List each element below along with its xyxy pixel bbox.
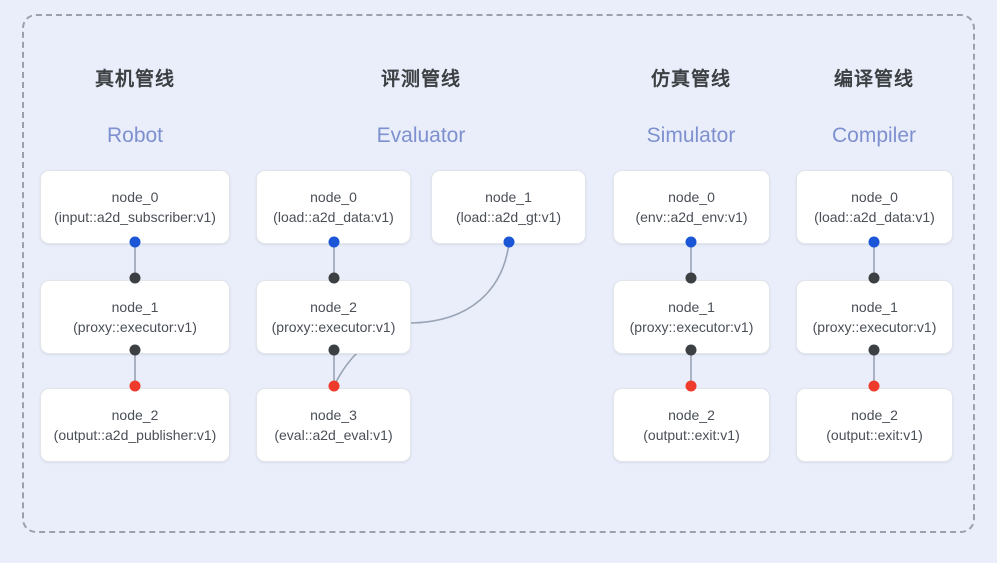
- node-box-simulator-node_0[interactable]: node_0(env::a2d_env:v1): [613, 170, 770, 244]
- node-name: node_1: [668, 298, 715, 315]
- node-name: node_2: [851, 406, 898, 423]
- column-title-cn-compiler: 编译管线: [833, 69, 915, 90]
- node-name: node_0: [851, 188, 898, 205]
- node-box-compiler-node_1[interactable]: node_1(proxy::executor:v1): [796, 280, 953, 354]
- column-title-en-compiler: Compiler: [831, 124, 917, 147]
- node-name: node_1: [485, 188, 532, 205]
- port-passthrough-dark-icon[interactable]: [868, 344, 880, 356]
- node-box-evaluator-node_0[interactable]: node_0(load::a2d_data:v1): [256, 170, 411, 244]
- port-passthrough-dark-icon[interactable]: [129, 272, 141, 284]
- node-impl: (proxy::executor:v1): [73, 318, 197, 335]
- node-box-simulator-node_2[interactable]: node_2(output::exit:v1): [613, 388, 770, 462]
- node-box-robot-node_2[interactable]: node_2(output::a2d_publisher:v1): [40, 388, 230, 462]
- node-impl: (input::a2d_subscriber:v1): [54, 208, 216, 225]
- node-impl: (output::exit:v1): [643, 426, 740, 443]
- column-title-cn-evaluator: 评测管线: [380, 69, 462, 90]
- port-output-blue-icon[interactable]: [129, 236, 141, 248]
- node-impl: (proxy::executor:v1): [271, 318, 396, 335]
- port-terminal-red-icon[interactable]: [129, 380, 141, 392]
- port-passthrough-dark-icon[interactable]: [328, 344, 340, 356]
- port-terminal-red-icon[interactable]: [328, 380, 340, 392]
- port-passthrough-dark-icon[interactable]: [685, 344, 697, 356]
- node-impl: (proxy::executor:v1): [812, 318, 937, 335]
- node-name: node_1: [111, 298, 159, 315]
- port-output-blue-icon[interactable]: [328, 236, 340, 248]
- node-name: node_0: [668, 188, 715, 205]
- node-impl: (proxy::executor:v1): [629, 318, 754, 335]
- node-box-compiler-node_0[interactable]: node_0(load::a2d_data:v1): [796, 170, 953, 244]
- node-box-evaluator-node_3[interactable]: node_3(eval::a2d_eval:v1): [256, 388, 411, 462]
- node-box-simulator-node_1[interactable]: node_1(proxy::executor:v1): [613, 280, 770, 354]
- node-box-evaluator-node_2[interactable]: node_2(proxy::executor:v1): [256, 280, 411, 354]
- node-impl: (output::a2d_publisher:v1): [53, 426, 217, 443]
- node-box-evaluator-node_1[interactable]: node_1(load::a2d_gt:v1): [431, 170, 586, 244]
- column-title-cn-robot: 真机管线: [94, 69, 176, 90]
- port-terminal-red-icon[interactable]: [685, 380, 697, 392]
- node-impl: (load::a2d_data:v1): [273, 208, 394, 225]
- node-impl: (load::a2d_gt:v1): [455, 208, 562, 225]
- port-passthrough-dark-icon[interactable]: [328, 272, 340, 284]
- node-name: node_2: [668, 406, 715, 423]
- port-output-blue-icon[interactable]: [685, 236, 697, 248]
- node-name: node_2: [310, 298, 357, 315]
- port-output-blue-icon[interactable]: [868, 236, 880, 248]
- port-passthrough-dark-icon[interactable]: [129, 344, 141, 356]
- port-terminal-red-icon[interactable]: [868, 380, 880, 392]
- column-title-cn-simulator: 仿真管线: [650, 69, 732, 90]
- node-name: node_3: [310, 406, 357, 423]
- node-box-robot-node_0[interactable]: node_0(input::a2d_subscriber:v1): [40, 170, 230, 244]
- port-passthrough-dark-icon[interactable]: [685, 272, 697, 284]
- node-impl: (load::a2d_data:v1): [814, 208, 935, 225]
- port-passthrough-dark-icon[interactable]: [868, 272, 880, 284]
- node-impl: (env::a2d_env:v1): [635, 208, 748, 225]
- node-box-compiler-node_2[interactable]: node_2(output::exit:v1): [796, 388, 953, 462]
- column-title-en-evaluator: Evaluator: [376, 124, 466, 147]
- column-title-en-robot: Robot: [106, 124, 164, 147]
- node-impl: (eval::a2d_eval:v1): [274, 426, 393, 443]
- node-impl: (output::exit:v1): [826, 426, 923, 443]
- node-name: node_0: [111, 188, 159, 205]
- node-box-robot-node_1[interactable]: node_1(proxy::executor:v1): [40, 280, 230, 354]
- node-name: node_0: [310, 188, 357, 205]
- port-output-blue-icon[interactable]: [503, 236, 515, 248]
- node-name: node_2: [111, 406, 159, 423]
- node-name: node_1: [851, 298, 898, 315]
- column-title-en-simulator: Simulator: [646, 124, 736, 147]
